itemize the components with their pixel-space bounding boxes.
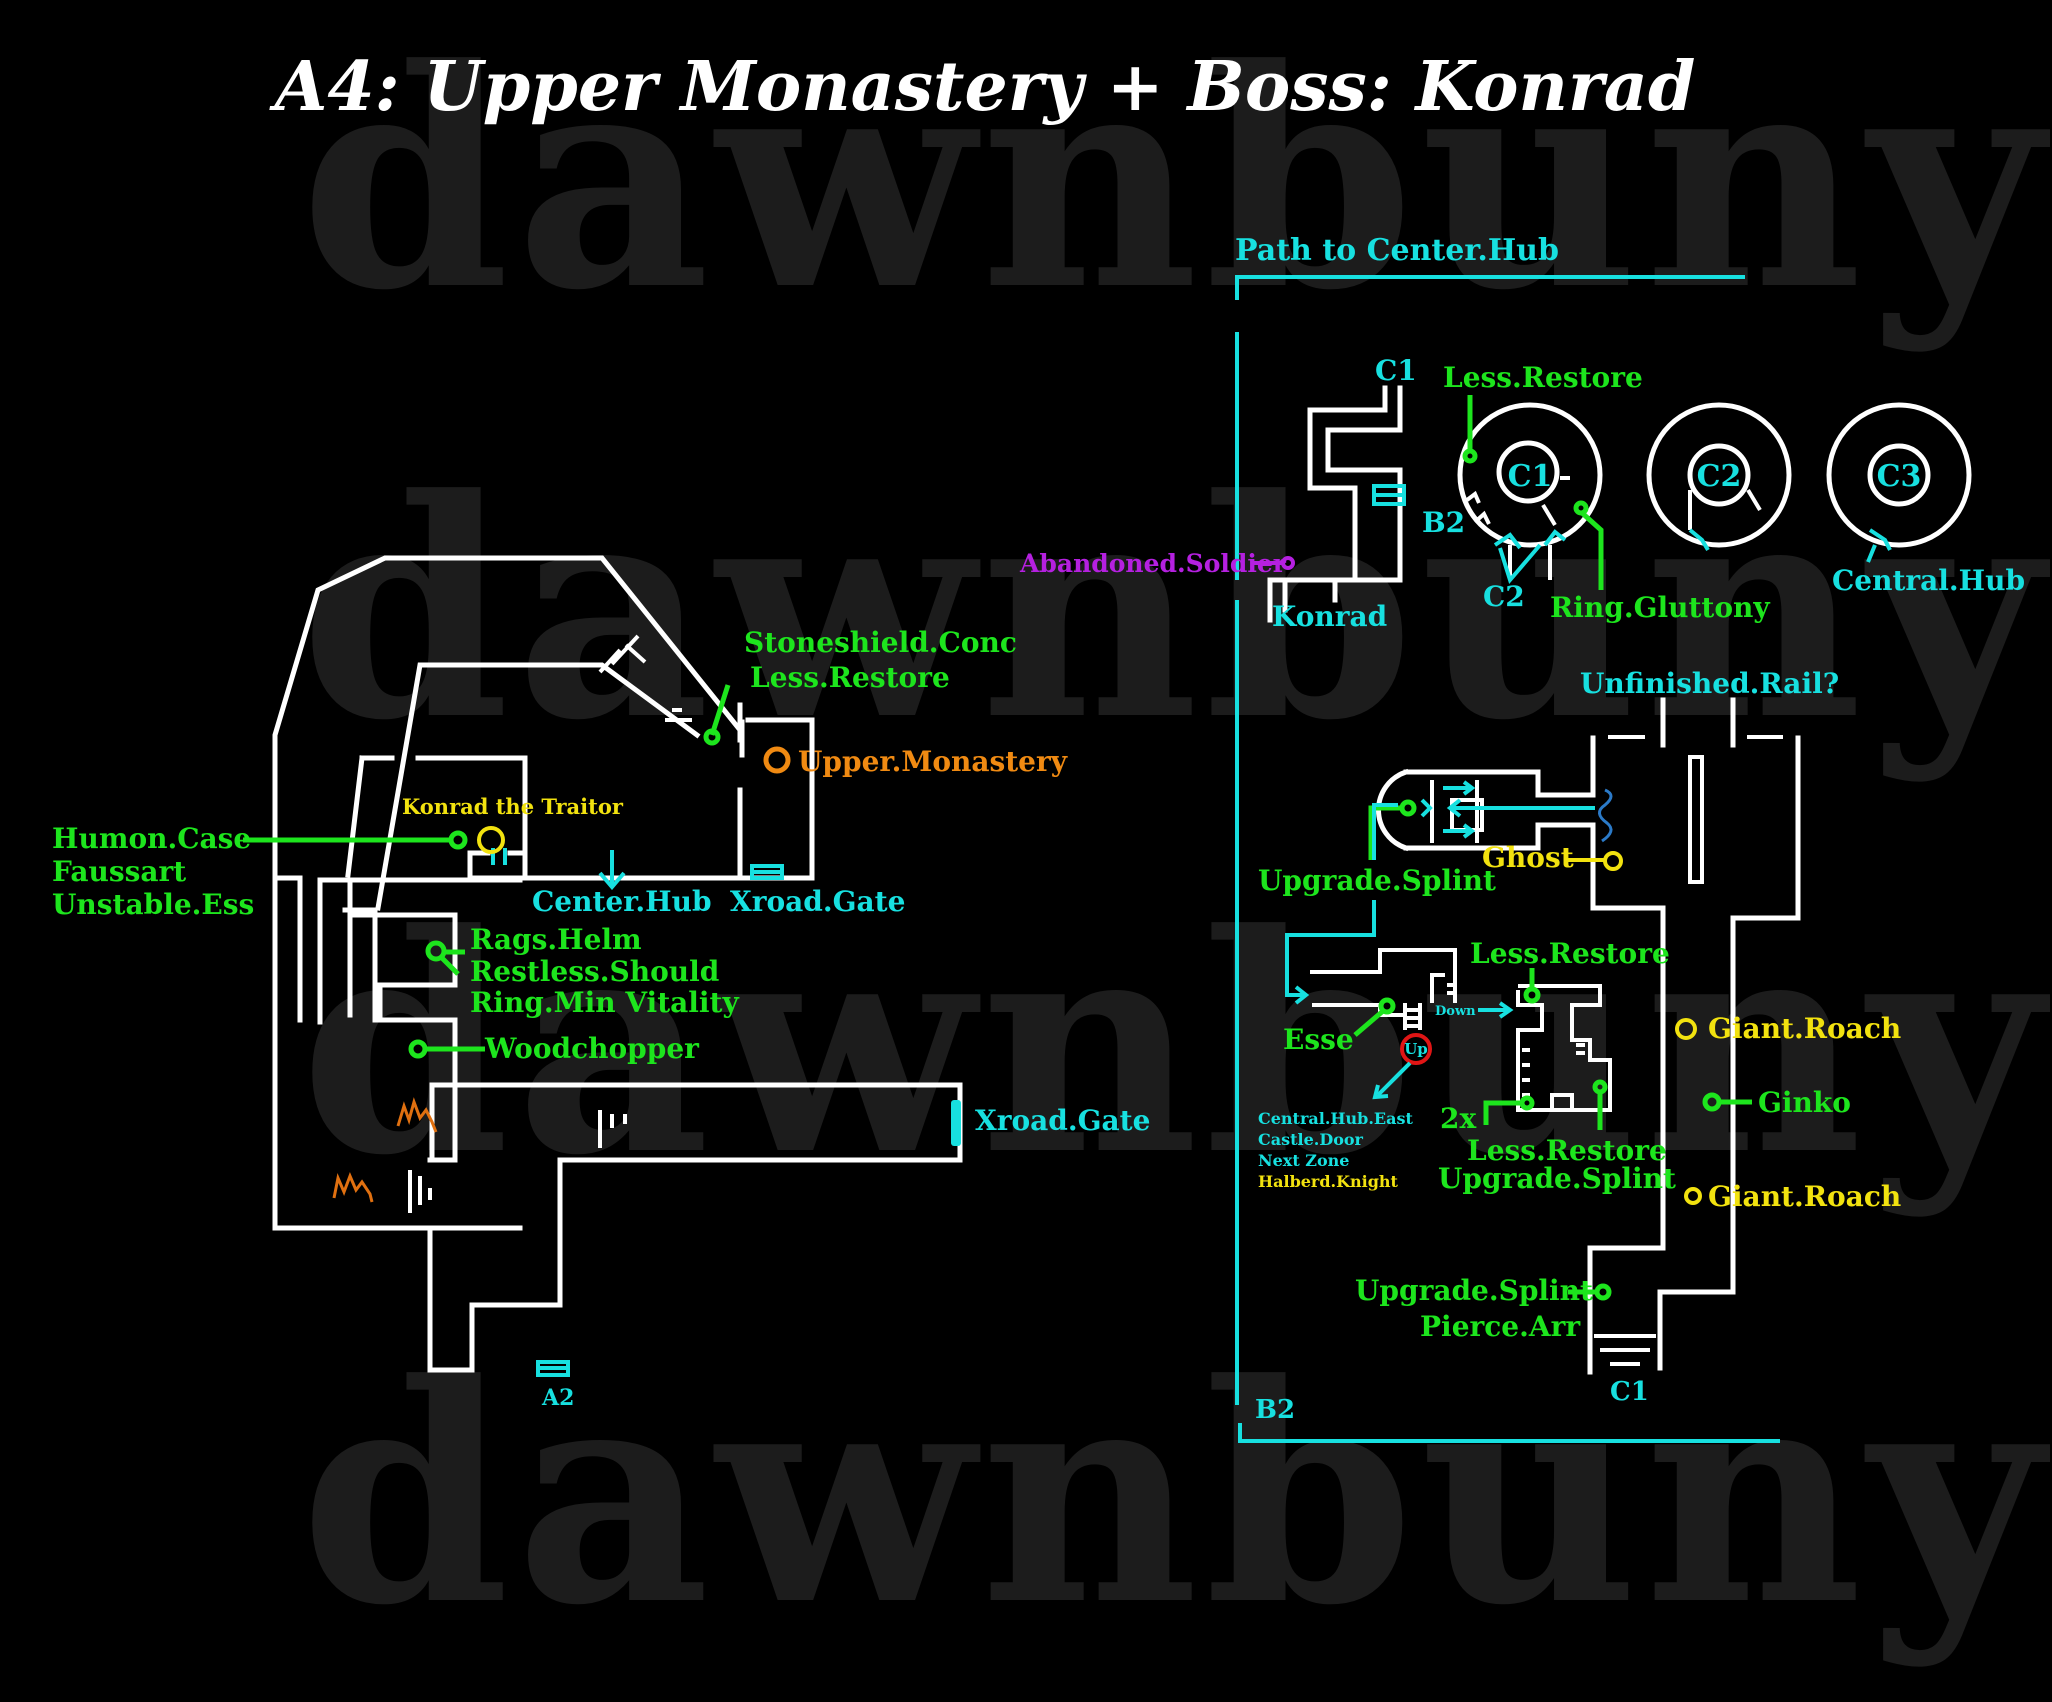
item-label: Humon.Case: [52, 822, 251, 855]
checkpoint-marker: [763, 746, 791, 774]
item-label: Upgrade.Splint: [1355, 1274, 1593, 1307]
room-label: C3: [1877, 459, 1922, 494]
boss-label: Konrad the Traitor: [402, 794, 624, 819]
watermark-text: dawnbuny: [300, 1318, 2051, 1671]
right-map-frame: Path to Center.Hub: [1235, 233, 1780, 1443]
transition-label: Xroad.Gate: [975, 1104, 1150, 1137]
arrow-right-icon: [1294, 985, 1310, 1005]
transition-label: C1: [1610, 1377, 1649, 1407]
room-c1: [1457, 402, 1603, 548]
transition-label: A2: [541, 1385, 574, 1411]
section-title: Path to Center.Hub: [1235, 233, 1559, 268]
item-label: Less.Restore: [1467, 1134, 1667, 1167]
enemy-label: Giant.Roach: [1708, 1012, 1901, 1045]
room-label: C1: [1508, 459, 1553, 494]
left-map-gates: [491, 848, 961, 1377]
ghost-wave-icon: [1598, 788, 1613, 843]
stairs-up-marker[interactable]: [1400, 1033, 1432, 1065]
item-label: Upgrade.Splint: [1258, 864, 1496, 897]
stairs-label: Up: [1404, 1040, 1428, 1058]
transition-label: B2: [1422, 506, 1465, 539]
item-label: Faussart: [52, 855, 186, 888]
watermark-text: dawnbuny: [300, 433, 2051, 786]
watermark-text: dawnbuny: [300, 3, 2051, 356]
transition-label: Central.Hub: [1832, 564, 2025, 597]
boss-marker: [477, 826, 505, 854]
item-label: Esse: [1283, 1023, 1354, 1056]
enemy-label: Giant.Roach: [1708, 1180, 1901, 1213]
item-marker: [448, 830, 468, 850]
npc-marker: [1702, 1092, 1722, 1112]
count-label: 2x: [1440, 1102, 1476, 1135]
right-map-walls-mid: Unfinished.Rail? Ghost Upgrade.Splin: [1258, 667, 1839, 1233]
gate-icon: [951, 1100, 961, 1146]
checkpoint-label: Upper.Monastery: [798, 745, 1068, 778]
arrow-down-left-icon: [1376, 1061, 1412, 1097]
enemy-marker: [1684, 1187, 1702, 1205]
item-label: Upgrade.Splint: [1438, 1162, 1676, 1195]
fire-icon: [396, 1097, 438, 1133]
npc-label: Ginko: [1758, 1086, 1851, 1119]
npc-label: Abandoned.Soldier: [1019, 549, 1287, 578]
item-label: Ring.Gluttony: [1550, 591, 1770, 624]
item-label: Less.Restore: [1443, 361, 1643, 394]
transition-label: B2: [1255, 1395, 1295, 1425]
item-marker: [1378, 997, 1396, 1015]
stairs-label: Down: [1435, 1004, 1476, 1019]
destination-label: Next Zone: [1258, 1151, 1349, 1170]
right-map-walls-lower: Esse Down Up Central.Hub.East Castle.Doo…: [1255, 937, 1901, 1425]
enemy-label: Ghost: [1482, 841, 1574, 874]
room-c2: [1646, 402, 1792, 548]
enemy-marker: [1603, 851, 1623, 871]
transition-label: C1: [1375, 354, 1417, 387]
destination-label: Central.Hub.East: [1258, 1109, 1413, 1128]
enemy-marker: [1675, 1018, 1697, 1040]
left-map-labels: Humon.Case Faussart Unstable.Ess Konrad …: [52, 626, 1150, 1411]
watermark: dawnbuny dawnbuny dawnbuny dawnbuny: [300, 3, 2051, 1671]
npc-marker: [1281, 556, 1295, 570]
item-label: Ring.Min Vitality: [470, 986, 739, 1019]
room-c3: [1826, 402, 1972, 548]
item-label: Less.Restore: [1470, 937, 1670, 970]
item-label: Less.Restore: [750, 661, 950, 694]
item-marker: [1399, 799, 1417, 817]
page-title: A4: Upper Monastery + Boss: Konrad: [269, 47, 1696, 127]
boss-area-label: Konrad: [1272, 600, 1387, 633]
destination-label: Castle.Door: [1258, 1130, 1364, 1149]
right-map-walls-top: C1 C2 C3 C1 Less.Restore B2 C2 Ring.Glut…: [1019, 354, 2025, 633]
item-label: Stoneshield.Conc: [744, 626, 1017, 659]
transition-label: Unfinished.Rail?: [1580, 667, 1839, 700]
item-marker: [1462, 448, 1478, 464]
enemy-label: Halberd.Knight: [1258, 1172, 1399, 1191]
item-label: Pierce.Arr: [1420, 1310, 1581, 1343]
fire-icon: [332, 1171, 374, 1203]
item-marker: [1523, 986, 1541, 1004]
item-marker: [1594, 1283, 1612, 1301]
npc-label: Woodchopper: [484, 1032, 700, 1065]
transition-label: Center.Hub: [532, 885, 712, 918]
transition-label: C2: [1483, 580, 1525, 613]
room-label: C2: [1697, 459, 1742, 494]
item-label: Restless.Should: [470, 955, 719, 988]
item-marker: [703, 728, 721, 746]
transition-label: Xroad.Gate: [730, 885, 905, 918]
item-label: Rags.Helm: [470, 923, 642, 956]
item-label: Unstable.Ess: [52, 888, 254, 921]
